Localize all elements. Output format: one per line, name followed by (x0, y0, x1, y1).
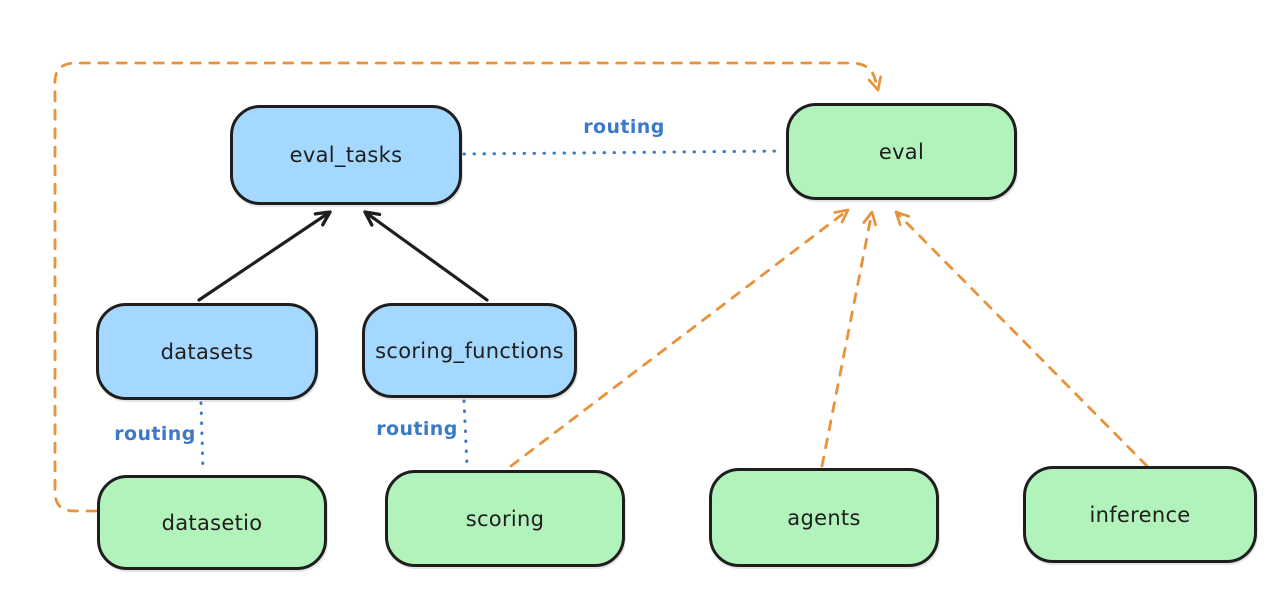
node-scoring-label: scoring (465, 506, 545, 531)
node-eval-label: eval (878, 139, 925, 164)
node-datasets-label: datasets (160, 339, 254, 364)
node-inference-label: inference (1089, 502, 1191, 527)
edge-agents-to-eval (820, 210, 877, 468)
node-datasetio-label: datasetio (161, 510, 263, 535)
edge-datasets-to-datasetio-routing (199, 401, 205, 473)
node-scoring-functions-label: scoring_functions (375, 338, 564, 363)
node-eval-tasks: eval_tasks (230, 105, 462, 205)
edge-label-routing-scoring: routing (376, 418, 458, 440)
node-inference: inference (1023, 466, 1257, 563)
edge-scoring-to-eval (509, 208, 850, 468)
edge-datasets-to-eval-tasks (197, 210, 332, 302)
edge-datasetio-to-eval (53, 61, 882, 513)
edge-eval-tasks-to-eval-routing (462, 149, 785, 156)
node-datasets: datasets (96, 303, 318, 400)
node-agents-label: agents (787, 505, 861, 530)
node-scoring-functions: scoring_functions (362, 303, 577, 398)
edge-scoring-functions-to-scoring-routing (462, 399, 469, 468)
edge-label-routing-top: routing (583, 116, 665, 138)
node-datasetio: datasetio (97, 475, 327, 570)
edge-label-routing-datasets: routing (114, 423, 196, 445)
edge-inference-to-eval (894, 210, 1149, 468)
node-eval-tasks-label: eval_tasks (289, 143, 403, 167)
node-eval: eval (786, 103, 1017, 200)
edge-scoring-functions-to-eval-tasks (363, 210, 489, 302)
node-scoring: scoring (385, 470, 625, 567)
node-agents: agents (709, 468, 939, 567)
